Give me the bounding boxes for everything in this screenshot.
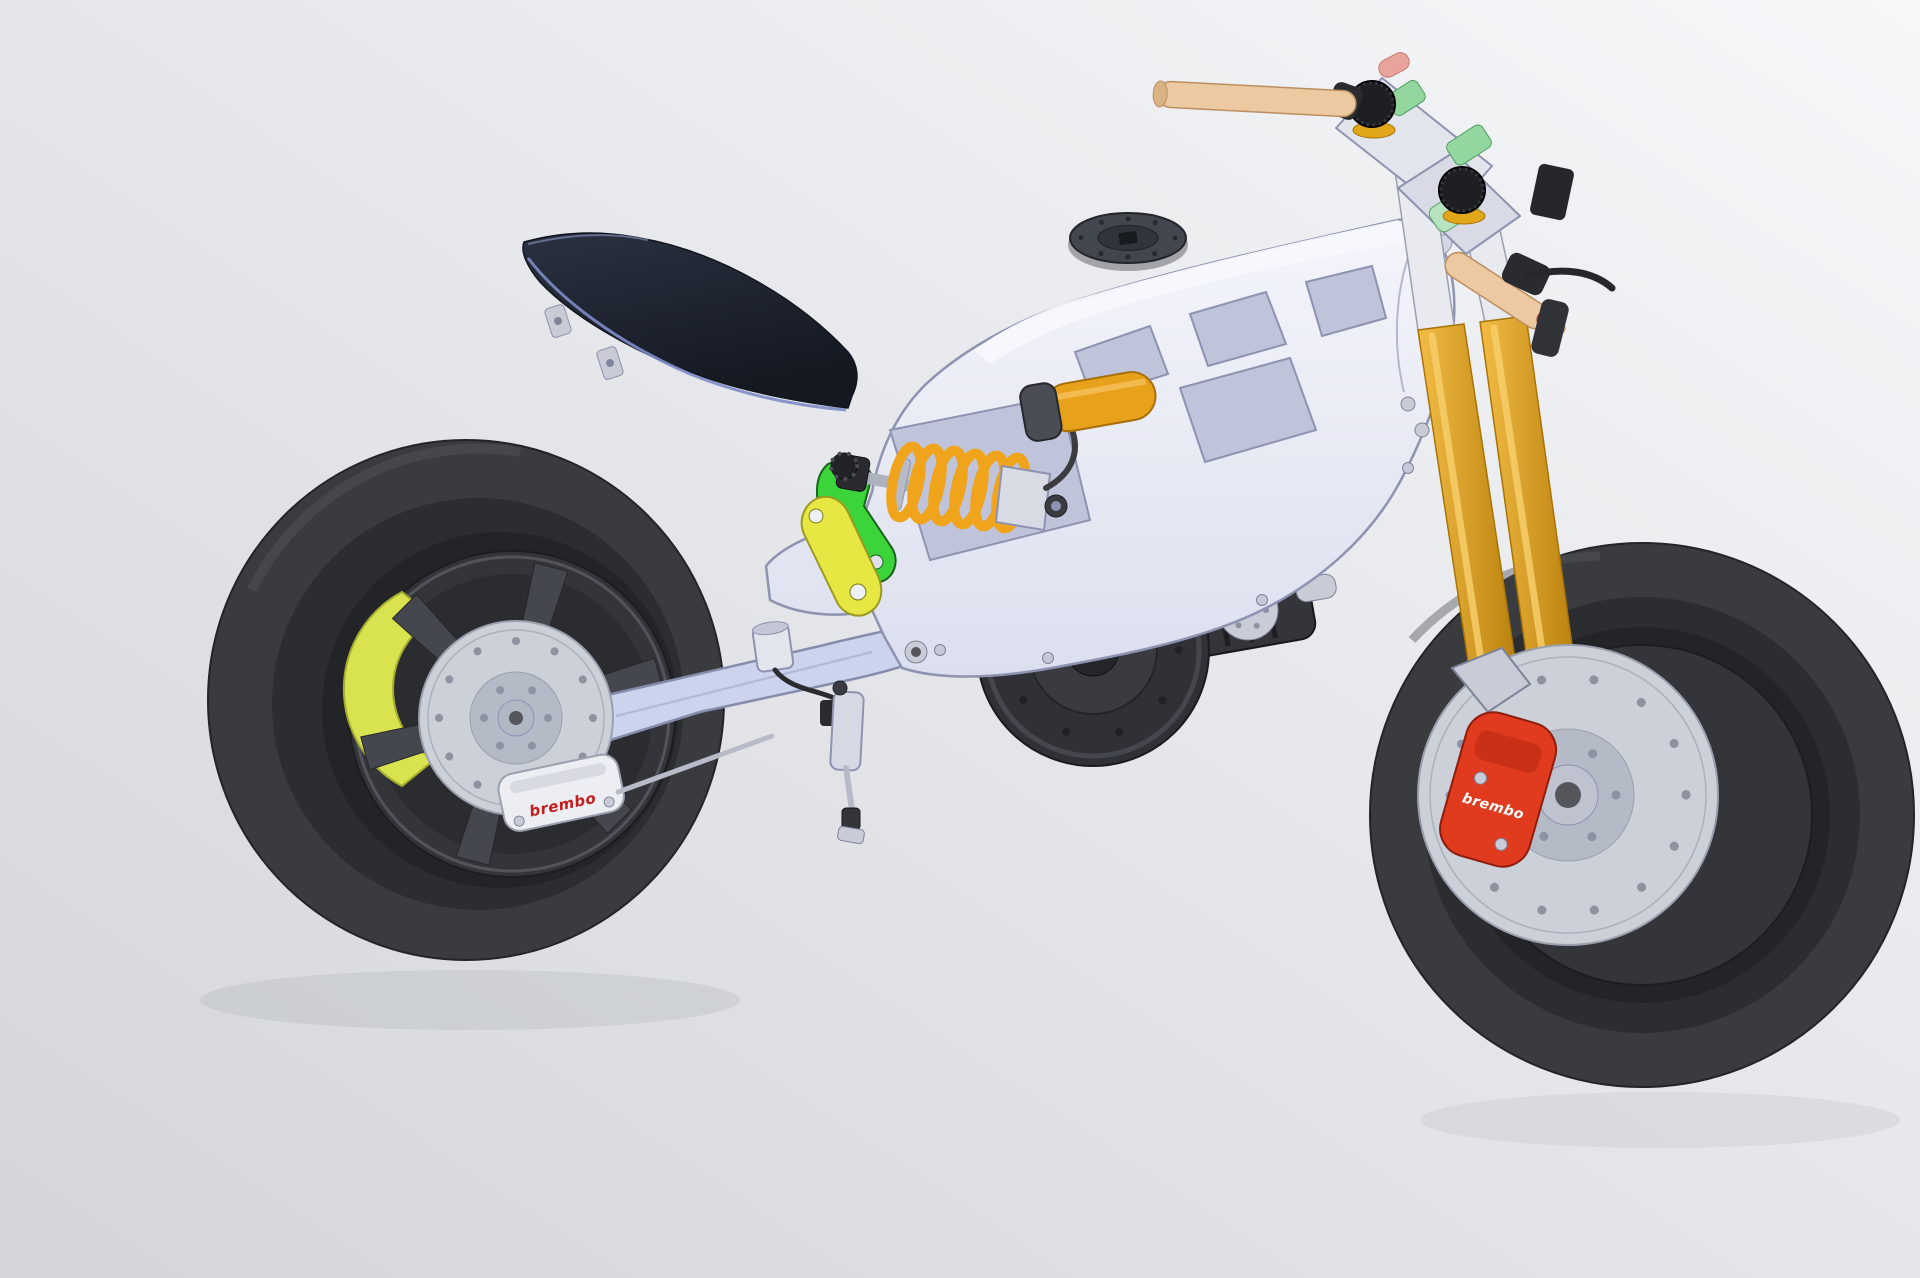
front-caliper-detail (1474, 730, 1542, 773)
rear-tire-highlight (247, 443, 521, 593)
swingarm-shading (615, 651, 873, 717)
shock-adjuster-ridges (829, 451, 859, 481)
frame-bolt (1256, 594, 1268, 606)
rear-axle-center (509, 711, 523, 725)
mc-pushrod (843, 765, 855, 813)
reservoir-hose (1043, 427, 1078, 491)
front-brake-caliper[interactable]: brembo (1433, 646, 1562, 873)
rear-disc-bolts (480, 682, 552, 754)
fork-cap-knurl (1439, 167, 1485, 213)
rear-caliper-bolt (603, 796, 615, 808)
front-axle-center (1555, 782, 1581, 808)
frame-bolt (934, 644, 946, 656)
fuel-filler-cap[interactable] (1068, 212, 1188, 271)
bar-end-pink (1378, 52, 1410, 78)
cap-bolt-ring (1078, 216, 1178, 260)
neck-bracket-bolt (1414, 422, 1430, 438)
link-hole (849, 583, 867, 601)
fork-slider-left-highlight (1428, 332, 1490, 698)
front-master-cylinder (1531, 299, 1569, 357)
reservoir-cap (1019, 382, 1063, 442)
caliper-mount-bracket (1450, 646, 1532, 714)
rear-wheel-shadow (200, 970, 740, 1030)
frame-bolt (1402, 462, 1414, 474)
mc-body (829, 690, 865, 772)
seat-top-highlight (527, 234, 649, 245)
brake-lever (1524, 267, 1616, 292)
cap-keyhole (1118, 231, 1138, 245)
rear-caliper-bolt (513, 815, 525, 827)
rear-shock-absorber[interactable] (829, 427, 1078, 534)
front-disc-ring (1429, 656, 1707, 934)
rear-master-cylinder[interactable] (751, 620, 865, 845)
frame-bolt (1042, 652, 1054, 664)
shock-spring (886, 441, 1031, 534)
rear-caliper-slot (510, 763, 607, 794)
frame-neck-line (1395, 251, 1411, 393)
shock-eye-bush (1051, 501, 1061, 511)
link-hole (808, 508, 824, 524)
banjo-fitting (832, 680, 848, 696)
reservoir-highlight (1051, 378, 1147, 401)
swingarm-pivot-center (911, 647, 921, 657)
mc-bracket (837, 825, 865, 845)
frame-top-face (974, 220, 1434, 364)
seat-edge-highlight (526, 257, 847, 412)
handlebar[interactable] (1152, 80, 1616, 359)
rear-brake-caliper[interactable]: brembo (495, 752, 626, 834)
fork-slider-right-highlight (1490, 324, 1552, 694)
mirror-mount-dark (1530, 163, 1574, 221)
handlebar-end-cap (1152, 80, 1168, 108)
suspension-link[interactable] (800, 495, 883, 617)
seat-bracket (596, 346, 624, 380)
fluid-reservoir (751, 621, 795, 673)
clamp-block-green (1446, 124, 1492, 166)
shock-body (994, 464, 1052, 532)
brake-torque-rod (615, 733, 775, 795)
front-caliper-bolt (1494, 837, 1508, 851)
fork-cap-knurl (1349, 81, 1395, 127)
main-frame[interactable] (764, 218, 1456, 678)
seat-bracket (544, 304, 572, 338)
front-caliper-bolt (1474, 771, 1488, 785)
shock-reservoir[interactable] (1018, 364, 1160, 442)
fork-cap (1438, 166, 1486, 214)
seat[interactable] (522, 232, 858, 412)
front-wheel-shadow (1420, 1092, 1900, 1148)
triple-clamp[interactable] (1335, 50, 1521, 255)
brake-hose (772, 667, 841, 703)
neck-bracket-bolt (1400, 396, 1416, 412)
